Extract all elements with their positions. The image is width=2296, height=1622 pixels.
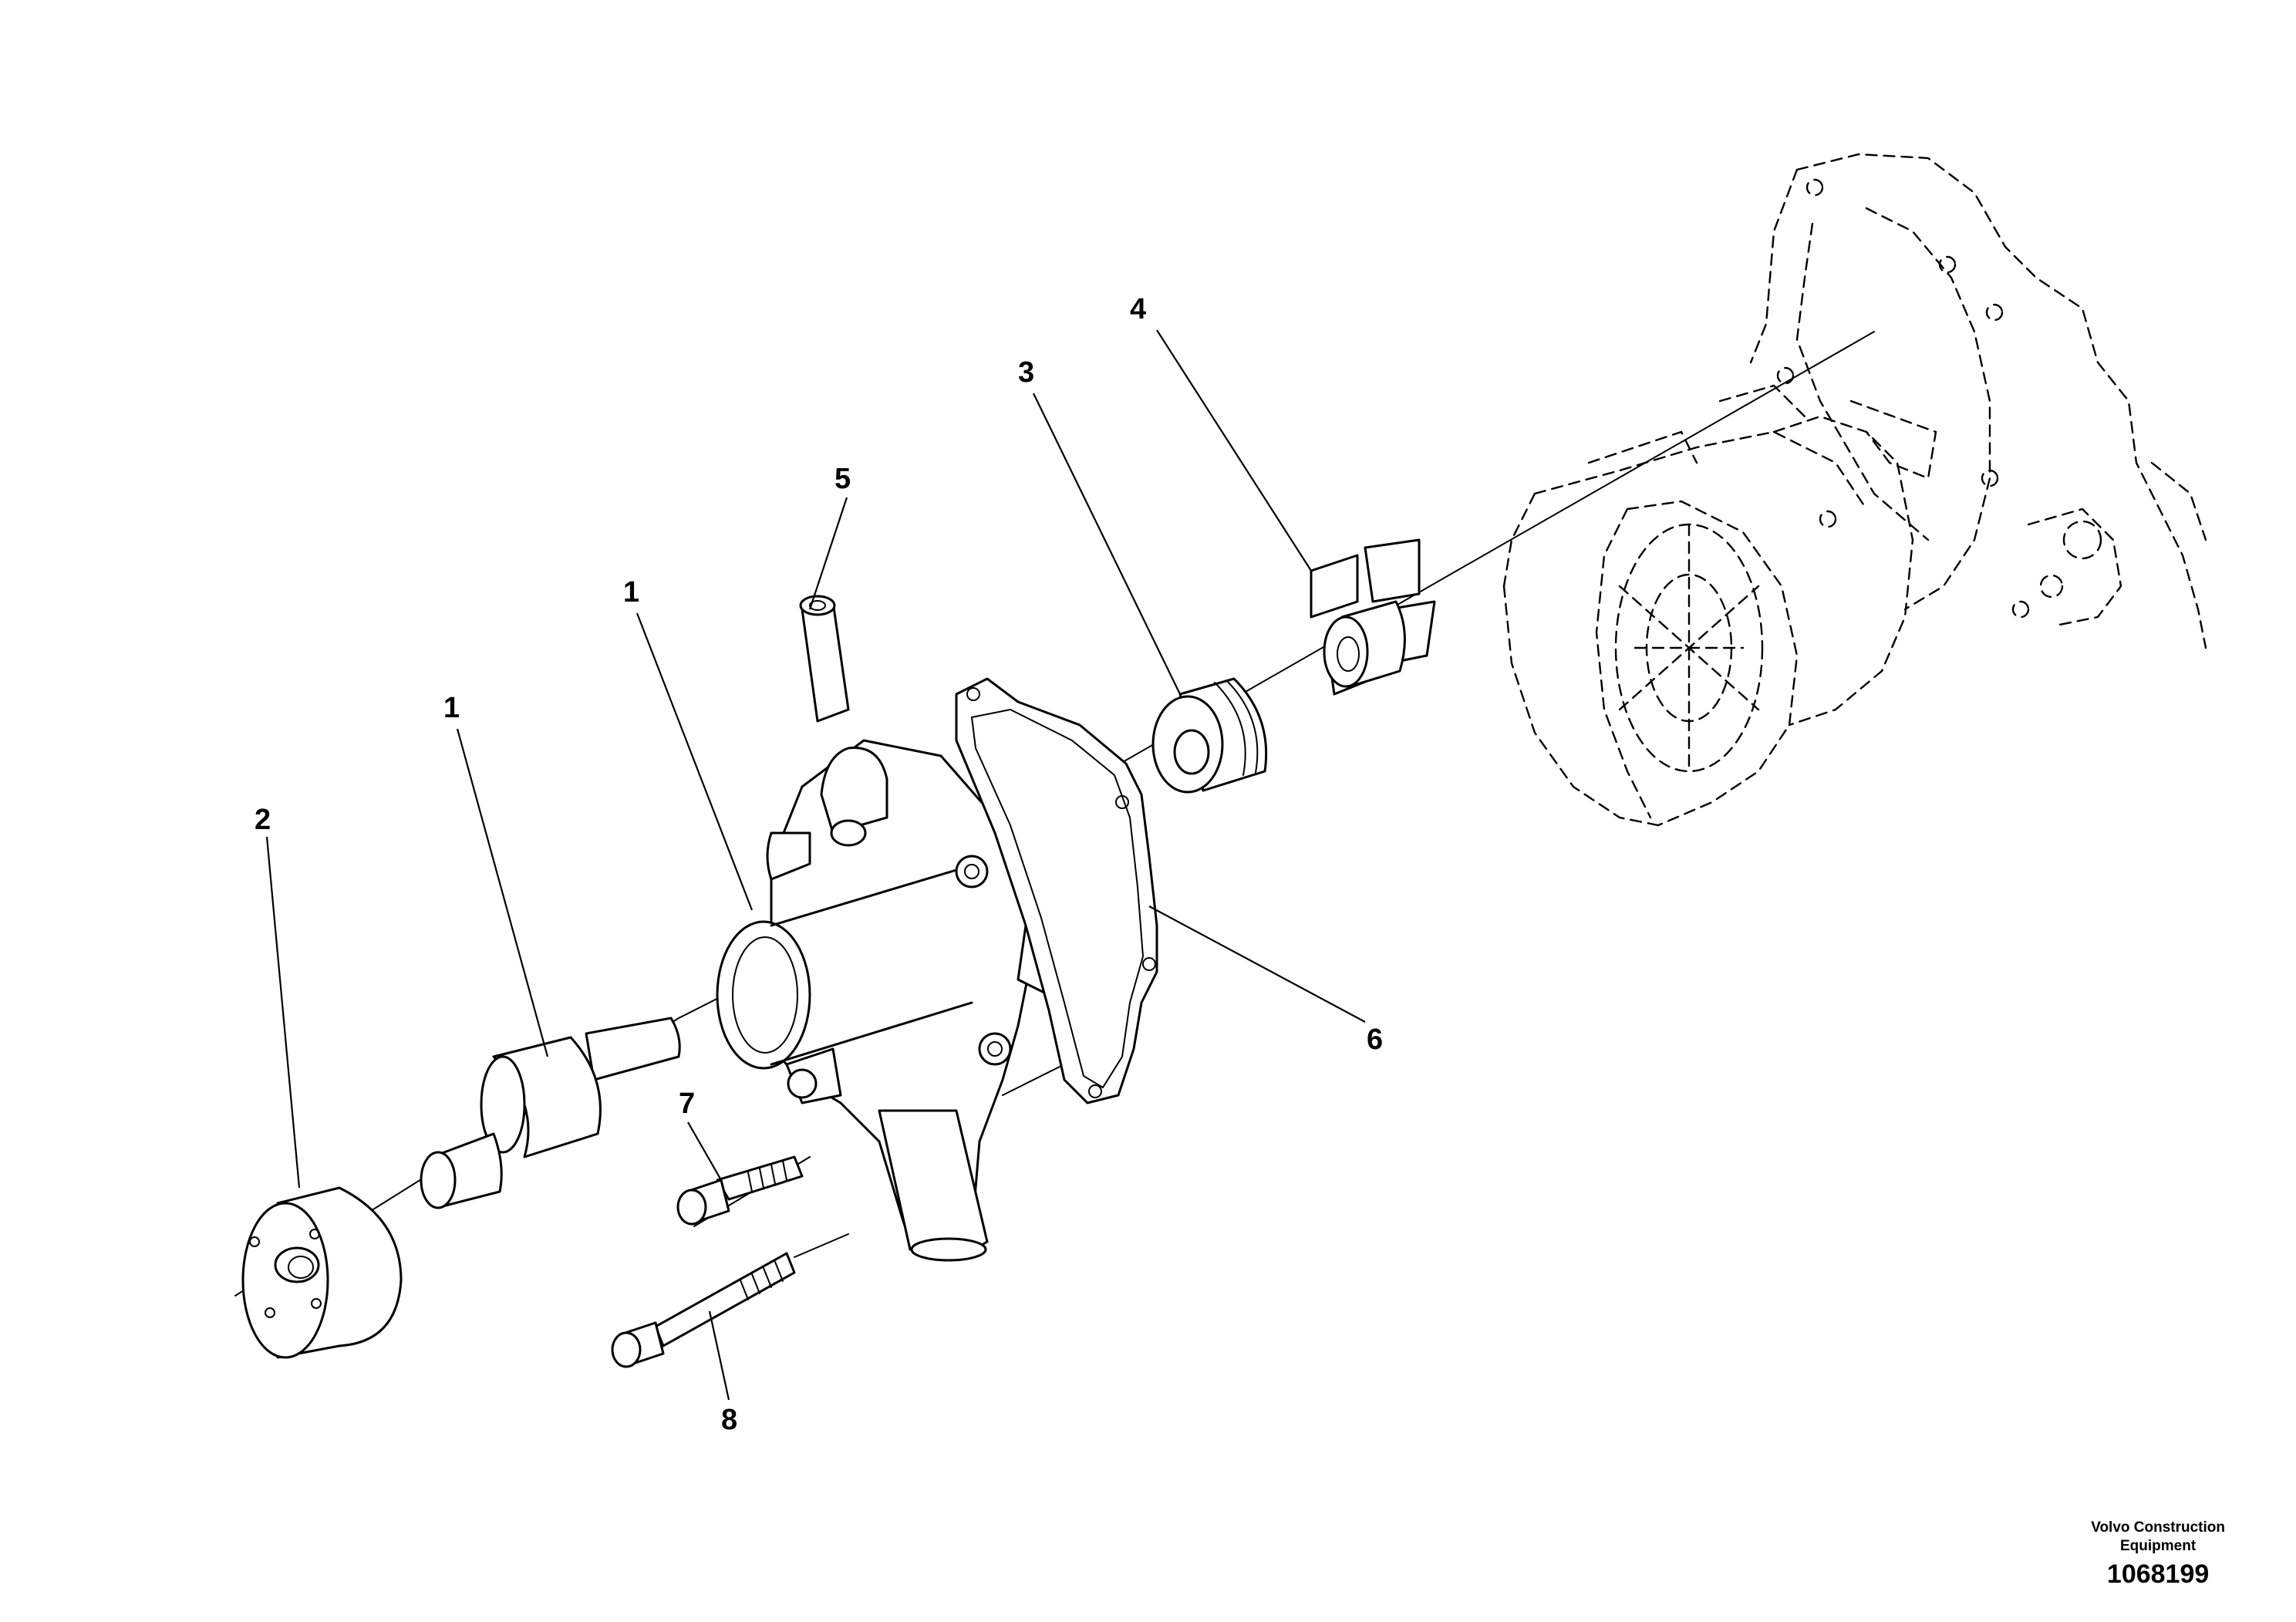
impeller-part-4 — [1310, 538, 1436, 696]
callout-2: 2 — [255, 804, 271, 836]
callout-7: 7 — [679, 1088, 695, 1120]
callout-labels: 2 1 1 5 3 4 6 7 8 — [255, 293, 1383, 1436]
callout-5: 5 — [834, 463, 851, 495]
sleeve-part-5 — [799, 595, 850, 723]
company-name-line2: Equipment — [2120, 1538, 2197, 1554]
callout-3: 3 — [1018, 356, 1034, 389]
short-bolt-part-7 — [676, 1155, 804, 1226]
leader-lines — [265, 329, 1366, 1401]
callout-6: 6 — [1367, 1023, 1383, 1056]
callout-8: 8 — [721, 1404, 737, 1436]
gasket-part-6 — [955, 677, 1158, 1104]
callout-1-shaft: 1 — [443, 692, 460, 724]
engine-block-outline — [1502, 153, 2207, 827]
callout-1-housing: 1 — [623, 576, 639, 609]
drawing-number: 1068199 — [2106, 1560, 2210, 1589]
company-name-line1: Volvo Construction — [2091, 1519, 2225, 1536]
long-bolt-part-8 — [611, 1252, 796, 1368]
shaft-bearing-part-1 — [420, 1017, 681, 1209]
pulley-hub-part-2 — [241, 1186, 403, 1359]
drawing-credit-block: Volvo Construction Equipment 1068199 — [2091, 1519, 2225, 1591]
callout-4: 4 — [1130, 293, 1146, 325]
seal-part-3 — [1151, 677, 1268, 794]
